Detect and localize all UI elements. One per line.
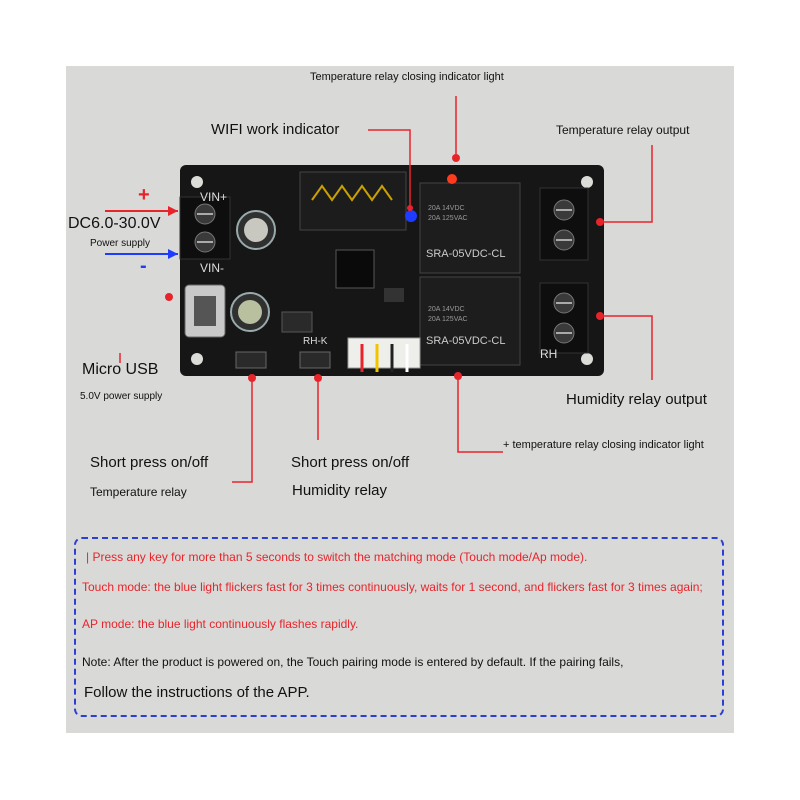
mount-hole	[191, 176, 203, 188]
callout-dot-icon	[596, 218, 604, 226]
callout-dot-icon	[454, 372, 462, 380]
callout-dot-icon	[314, 374, 322, 382]
wifi-module	[299, 171, 407, 231]
sensor-connector	[347, 337, 421, 369]
callout-dot-icon	[165, 293, 173, 301]
relay-model-text: SRA-05VDC-CL	[426, 335, 506, 347]
relay-model-text: SRA-05VDC-CL	[426, 248, 506, 260]
power-minus-arrow-icon	[168, 249, 178, 259]
relay-rating-text: 20A 14VDC	[428, 306, 465, 313]
power-voltage-label: DC6.0-30.0V	[68, 215, 161, 232]
temp-relay-output-label: Temperature relay output	[556, 123, 690, 137]
power-plus-arrow-icon	[168, 206, 178, 216]
mcu-chip	[335, 249, 375, 289]
instructions-box	[74, 537, 724, 717]
humidity-button	[299, 351, 331, 369]
relay-rating-text: 20A 14VDC	[428, 205, 465, 212]
humidity-indicator-light-label: + temperature relay closing indicator li…	[503, 439, 704, 451]
wifi-led-icon	[405, 210, 417, 222]
usb-power-label: 5.0V power supply	[80, 391, 163, 402]
short-press-humidity-label: Short press on/off	[291, 454, 410, 471]
note-line-4: Note: After the product is powered on, t…	[82, 655, 624, 669]
humidity-relay-label: Humidity relay	[292, 482, 388, 499]
micro-usb-label: Micro USB	[82, 361, 159, 378]
note-line-3: AP mode: the blue light continuously fla…	[82, 617, 359, 631]
temp-button	[235, 351, 267, 369]
temp-indicator-light-label: Temperature relay closing indicator ligh…	[310, 71, 504, 83]
note-line-2: Touch mode: the blue light flickers fast…	[82, 580, 703, 594]
mount-hole	[581, 353, 593, 365]
vin-minus-text: VIN-	[200, 261, 224, 275]
note-line-1: | Press any key for more than 5 seconds …	[86, 550, 588, 564]
note-line-5: Follow the instructions of the APP.	[84, 684, 310, 701]
mount-hole	[581, 176, 593, 188]
rhk-board-label: RH-K	[303, 336, 328, 347]
callout-dot-icon	[452, 154, 460, 162]
short-press-temp-label: Short press on/off	[90, 454, 209, 471]
relay-rating-text: 20A 125VAC	[428, 316, 468, 323]
relay-rating-text: 20A 125VAC	[428, 215, 468, 222]
humidity-relay-output-label: Humidity relay output	[566, 391, 707, 408]
temp-led-icon	[447, 174, 457, 184]
relay-temperature	[419, 182, 521, 274]
temp-relay-label: Temperature relay	[90, 485, 187, 499]
callout-dot-icon	[596, 312, 604, 320]
wifi-indicator-label: WIFI work indicator	[211, 121, 340, 138]
minus-sign: -	[140, 255, 147, 277]
vin-plus-text: VIN+	[200, 190, 228, 204]
plus-sign: +	[138, 184, 150, 206]
power-supply-label: Power supply	[90, 238, 151, 249]
relay-humidity	[419, 276, 521, 366]
rh-board-label: RH	[540, 347, 558, 361]
mount-hole	[191, 353, 203, 365]
callout-dot-icon	[248, 374, 256, 382]
callout-dot-icon	[407, 205, 413, 211]
